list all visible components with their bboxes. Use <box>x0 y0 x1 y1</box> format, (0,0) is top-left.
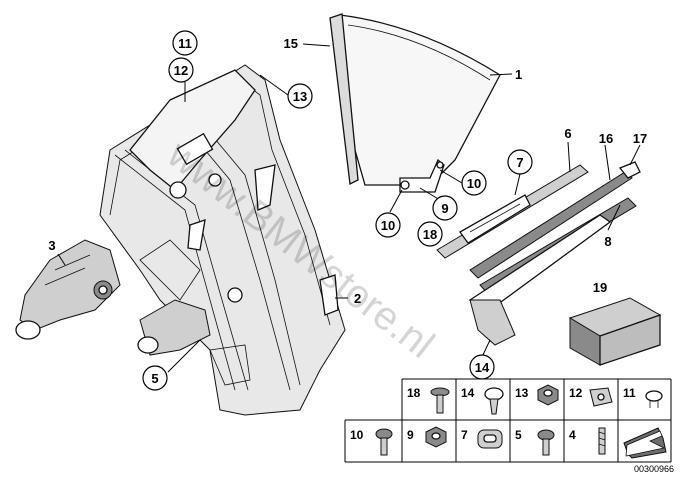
lower-channel <box>468 214 612 346</box>
table-label-14: 14 <box>461 386 475 400</box>
table-label-4: 4 <box>569 428 576 442</box>
callout-8: 8 <box>604 234 611 249</box>
window-motor <box>15 239 121 340</box>
callout-7: 7 <box>516 155 523 170</box>
table-label-18: 18 <box>407 386 421 400</box>
callout-17: 17 <box>633 131 647 146</box>
grommet-7-icon <box>477 429 503 449</box>
expanding-rivet-11-icon <box>645 390 663 408</box>
callout-6: 6 <box>564 126 571 141</box>
table-label-5: 5 <box>515 428 522 442</box>
callout-12: 12 <box>174 63 188 78</box>
window-regulator-frame <box>99 64 346 416</box>
stud-4-icon <box>598 427 606 455</box>
table-label-9: 9 <box>407 428 414 442</box>
callout-11: 11 <box>178 36 192 51</box>
table-label-10: 10 <box>350 428 364 442</box>
clip-14-icon <box>484 387 504 415</box>
table-label-7: 7 <box>461 428 468 442</box>
screw-18-icon <box>430 387 450 414</box>
small-parts-table: 18 14 13 12 11 10 9 7 5 4 <box>344 378 672 463</box>
table-label-11: 11 <box>623 386 636 400</box>
callout-19: 19 <box>593 280 607 295</box>
callout-13: 13 <box>293 89 307 104</box>
window-seal <box>329 13 359 185</box>
motor-lower <box>137 299 211 356</box>
callout-16: 16 <box>599 131 613 146</box>
callout-14: 14 <box>475 360 490 375</box>
callout-5: 5 <box>151 371 158 386</box>
leader-lines <box>57 43 641 373</box>
direction-arrow-icon <box>623 427 667 459</box>
glass-bracket <box>399 158 445 193</box>
spring-nut-12-icon <box>589 387 613 407</box>
guide-rail <box>436 164 589 259</box>
table-label-12: 12 <box>569 386 583 400</box>
callout-15: 15 <box>284 36 298 51</box>
callouts: 11 12 13 15 1 2 3 5 6 7 16 17 8 10 9 10 … <box>48 30 647 391</box>
callout-9: 9 <box>441 201 448 216</box>
callout-1: 1 <box>515 67 522 82</box>
callout-3: 3 <box>48 238 55 253</box>
sheet-number: 00300966 <box>634 464 674 474</box>
nut-13-icon <box>537 384 559 406</box>
callout-2: 2 <box>354 291 361 306</box>
bolt-5-icon <box>537 429 555 456</box>
side-window-glass <box>339 14 501 186</box>
screw-10-icon <box>375 428 393 456</box>
repair-kit-box <box>568 297 662 366</box>
table-label-13: 13 <box>515 386 529 400</box>
callout-10-upper: 10 <box>467 176 481 191</box>
callout-10-lower: 10 <box>381 218 395 233</box>
nut-9-icon <box>425 426 447 448</box>
callout-18: 18 <box>423 227 437 242</box>
